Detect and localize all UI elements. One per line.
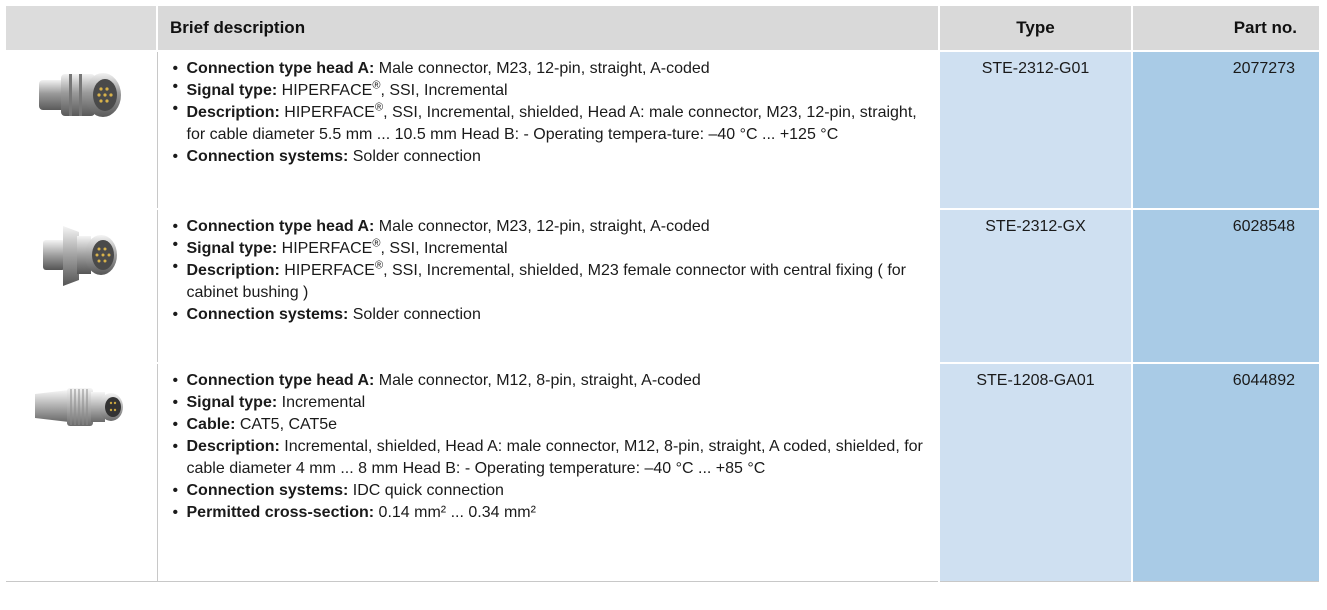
description-list: Connection type head A: Male connector, …: [172, 216, 929, 326]
brief-description-cell: Connection type head A: Male connector, …: [157, 50, 940, 210]
product-image-cell: [6, 208, 158, 364]
header-brief-description: Brief description: [157, 6, 940, 51]
list-item: Signal type: HIPERFACE®, SSI, Incrementa…: [172, 76, 929, 102]
list-item: Connection systems: IDC quick connection: [172, 480, 929, 502]
table-header-row: Brief description Type Part no.: [6, 6, 1321, 51]
header-part-no: Part no.: [1132, 6, 1321, 51]
part-no-cell: 6044892: [1132, 362, 1321, 582]
list-item: Cable: CAT5, CAT5e: [172, 414, 929, 436]
list-item: Description: Incremental, shielded, Head…: [172, 436, 929, 480]
accessories-table-wrapper: Brief description Type Part no.: [0, 0, 1327, 582]
brief-description-cell: Connection type head A: Male connector, …: [157, 208, 940, 364]
type-cell: STE-2312-G01: [939, 50, 1133, 210]
list-item: Connection type head A: Male connector, …: [172, 216, 929, 238]
list-item: Description: HIPERFACE®, SSI, Incrementa…: [172, 98, 929, 146]
part-no-cell: 6028548: [1132, 208, 1321, 364]
product-image-cell: [6, 50, 158, 210]
description-list: Connection type head A: Male connector, …: [172, 58, 929, 168]
accessories-table: Brief description Type Part no.: [6, 6, 1321, 582]
list-item: Connection type head A: Male connector, …: [172, 370, 929, 392]
header-type: Type: [939, 6, 1133, 51]
list-item: Signal type: Incremental: [172, 392, 929, 414]
table-row: Connection type head A: Male connector, …: [6, 50, 1321, 210]
list-item: Connection systems: Solder connection: [172, 146, 929, 168]
m23-straight-connector-icon: [39, 73, 122, 117]
list-item: Signal type: HIPERFACE®, SSI, Incrementa…: [172, 234, 929, 260]
product-image-cell: [6, 362, 158, 582]
list-item: Connection systems: Solder connection: [172, 304, 929, 326]
list-item: Permitted cross-section: 0.14 mm² ... 0.…: [172, 502, 929, 524]
list-item: Connection type head A: Male connector, …: [172, 58, 929, 80]
type-cell: STE-2312-GX: [939, 208, 1133, 364]
description-list: Connection type head A: Male connector, …: [172, 370, 929, 524]
header-image-cell: [6, 6, 158, 51]
type-cell: STE-1208-GA01: [939, 362, 1133, 582]
brief-description-cell: Connection type head A: Male connector, …: [157, 362, 940, 582]
table-row: Connection type head A: Male connector, …: [6, 362, 1321, 582]
m23-flange-connector-icon: [43, 226, 118, 286]
table-row: Connection type head A: Male connector, …: [6, 208, 1321, 364]
part-no-cell: 2077273: [1132, 50, 1321, 210]
m12-straight-connector-icon: [35, 388, 124, 426]
list-item: Description: HIPERFACE®, SSI, Incrementa…: [172, 256, 929, 304]
